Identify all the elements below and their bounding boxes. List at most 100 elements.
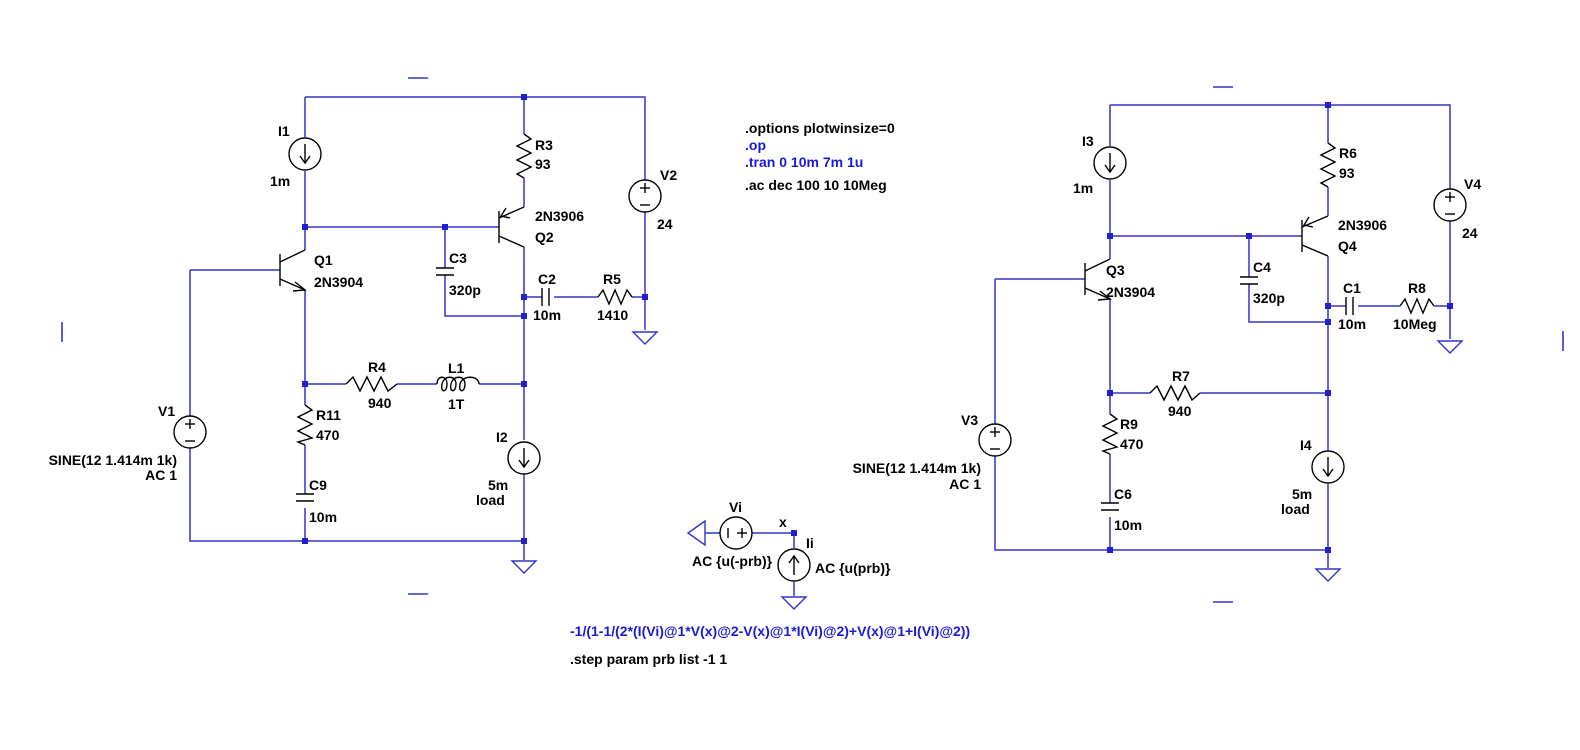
resistor-R9[interactable]: R9 470 [1100, 413, 1144, 455]
Ii-value: AC {u(prb)} [815, 560, 891, 576]
I4-name: I4 [1300, 437, 1312, 453]
Vi-name: Vi [729, 499, 742, 515]
ground-symbol [510, 560, 538, 574]
capacitor-C1[interactable]: C1 10m [1338, 280, 1366, 332]
voltage-source-V3[interactable]: V3 SINE(12 1.414m 1k) AC 1 [853, 412, 1012, 492]
transistor-Q2[interactable]: 2N3906 Q2 [498, 206, 584, 248]
right-circuit[interactable]: I3 1m R6 93 V4 24 2N3906 Q4 [853, 102, 1482, 582]
voltage-source-Vi[interactable]: Vi AC {u(-prb)} [692, 499, 773, 569]
spice-directives[interactable]: .options plotwinsize=0 .op .tran 0 10m 7… [570, 120, 970, 667]
L1-value: 1T [448, 396, 465, 412]
right-wires[interactable] [994, 104, 1451, 568]
ground-symbol [780, 596, 808, 610]
directive-formula[interactable]: -1/(1-1/(2*(I(Vi)@1*V(x)@2-V(x)@1*I(Vi)@… [570, 623, 970, 639]
R5-value: 1410 [597, 307, 628, 323]
ground-symbol [631, 331, 659, 345]
C3-value: 320p [449, 282, 481, 298]
voltage-source-V1[interactable]: V1 SINE(12 1.414m 1k) AC 1 [49, 403, 207, 483]
I1-name: I1 [278, 123, 290, 139]
Q1-name: Q1 [314, 252, 333, 268]
I1-value: 1m [270, 173, 290, 189]
inductor-L1[interactable]: L1 1T [436, 360, 480, 412]
current-source-Ii[interactable]: Ii AC {u(prb)} [777, 535, 891, 582]
Ii-name: Ii [806, 535, 814, 551]
I3-name: I3 [1082, 133, 1094, 149]
V1-name: V1 [158, 403, 175, 419]
C1-name: C1 [1343, 280, 1361, 296]
resistor-R8[interactable]: R8 10Meg [1393, 280, 1437, 332]
directive-op[interactable]: .op [745, 137, 766, 153]
R9-name: R9 [1120, 416, 1138, 432]
left-junctions [302, 94, 648, 544]
directive-step[interactable]: .step param prb list -1 1 [570, 651, 727, 667]
directive-tran[interactable]: .tran 0 10m 7m 1u [745, 154, 863, 170]
page-markers [61, 77, 1564, 603]
resistor-R4[interactable]: R4 940 [345, 359, 398, 411]
C9-value: 10m [309, 509, 337, 525]
left-circuit[interactable]: I1 1m R3 93 V2 24 2N3906 Q2 [49, 94, 678, 574]
I4-value: 5m [1292, 486, 1312, 502]
ground-symbol [1436, 340, 1464, 354]
capacitor-C3[interactable]: C3 320p [436, 250, 481, 298]
current-source-I4[interactable]: I4 5m load [1281, 437, 1345, 517]
V1-value: SINE(12 1.414m 1k) [49, 452, 177, 468]
Q2-name: Q2 [535, 229, 554, 245]
transistor-Q1[interactable]: Q1 2N3904 [279, 249, 363, 292]
capacitor-C9[interactable]: C9 10m [296, 477, 337, 525]
V2-value: 24 [657, 216, 673, 232]
R11-value: 470 [316, 427, 340, 443]
current-source-I3[interactable]: I3 1m [1073, 133, 1127, 196]
C2-value: 10m [533, 307, 561, 323]
R3-value: 93 [535, 156, 551, 172]
Q1-model: 2N3904 [314, 274, 363, 290]
ground-symbol [1314, 568, 1342, 582]
R9-value: 470 [1120, 436, 1144, 452]
R4-value: 940 [368, 395, 392, 411]
voltage-source-V2[interactable]: V2 24 [628, 167, 677, 232]
directive-ac[interactable]: .ac dec 100 10 10Meg [745, 177, 887, 193]
resistor-R11[interactable]: R11 470 [295, 404, 341, 446]
voltage-source-V4[interactable]: V4 24 [1433, 176, 1481, 241]
V3-value: SINE(12 1.414m 1k) [853, 460, 981, 476]
capacitor-C4[interactable]: C4 320p [1240, 259, 1285, 306]
V3-ac: AC 1 [949, 476, 981, 492]
right-junctions [1107, 102, 1453, 553]
V4-value: 24 [1462, 225, 1478, 241]
R4-name: R4 [368, 359, 386, 375]
R7-value: 940 [1168, 403, 1192, 419]
R6-value: 93 [1339, 165, 1355, 181]
resistor-R3[interactable]: R3 93 [515, 133, 553, 179]
current-source-I2[interactable]: I2 5m load [476, 429, 541, 508]
capacitor-C2[interactable]: C2 10m [533, 271, 561, 323]
V1-ac: AC 1 [145, 467, 177, 483]
C6-value: 10m [1114, 517, 1142, 533]
transistor-Q3[interactable]: Q3 2N3904 [1084, 258, 1155, 301]
R11-name: R11 [316, 407, 341, 423]
ground-symbol [686, 519, 706, 547]
Q4-model: 2N3906 [1338, 217, 1387, 233]
left-wires[interactable] [189, 96, 646, 560]
V3-name: V3 [961, 412, 978, 428]
V2-name: V2 [660, 167, 677, 183]
V4-name: V4 [1464, 176, 1481, 192]
Vi-value: AC {u(-prb)} [692, 553, 773, 569]
capacitor-C6[interactable]: C6 10m [1101, 486, 1142, 533]
Q3-name: Q3 [1106, 262, 1125, 278]
current-source-I1[interactable]: I1 1m [270, 123, 322, 189]
C3-name: C3 [449, 250, 467, 266]
R5-name: R5 [603, 271, 621, 287]
probe-circuit[interactable]: Vi AC {u(-prb)} x Ii AC {u(prb)} [686, 499, 891, 610]
directive-options[interactable]: .options plotwinsize=0 [745, 120, 895, 136]
resistor-R6[interactable]: R6 93 [1319, 142, 1357, 188]
resistor-R7[interactable]: R7 940 [1149, 368, 1201, 419]
R7-name: R7 [1172, 368, 1190, 384]
transistor-Q4[interactable]: 2N3906 Q4 [1301, 215, 1387, 257]
C4-value: 320p [1253, 290, 1285, 306]
C6-name: C6 [1114, 486, 1132, 502]
net-label-x: x [779, 514, 787, 530]
C2-name: C2 [538, 271, 556, 287]
I3-value: 1m [1073, 180, 1093, 196]
resistor-R5[interactable]: R5 1410 [597, 271, 633, 323]
I4-load: load [1281, 501, 1310, 517]
